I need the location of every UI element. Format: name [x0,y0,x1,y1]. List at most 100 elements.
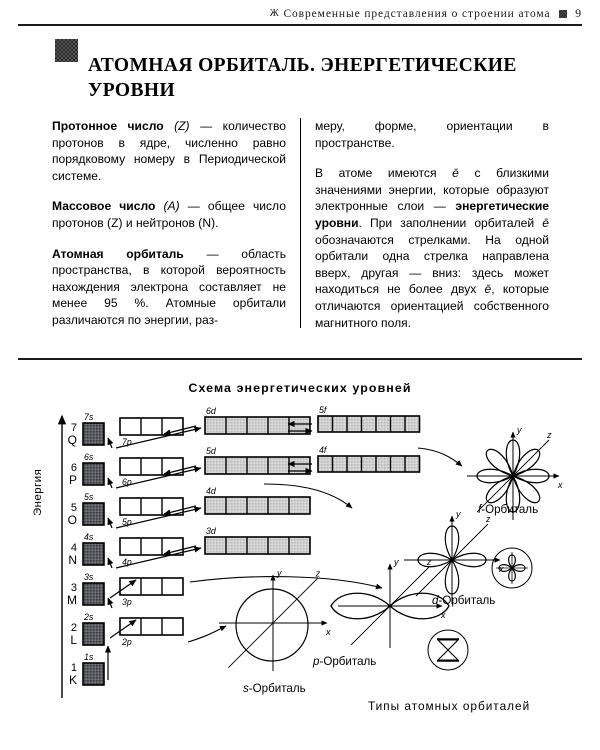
arrow-7s-up [107,437,114,449]
f-orbital-axes-z-tick: z [546,430,552,440]
arrow-5s-up [107,517,114,529]
sublevel-label-3d: 3d [206,526,217,536]
term-mass-number: Массовое число [52,199,156,214]
definition-mass-number-text: — общее число протонов (Z) и нейтронов (… [52,199,286,230]
arrow-ns-to-d-0 [115,426,202,449]
orbital-types-label: Типы атомных орбиталей [368,699,531,713]
d-orbital-lobe-up [444,525,460,562]
level-number-1: 1 [71,662,77,674]
square-ornament-icon [559,10,568,18]
orbital-box-2p [119,617,184,636]
connector-3d-to-d-orbital [263,483,353,509]
connector-4f-to-f-orbital [417,447,463,467]
f-orbital-lobe-0 [505,439,521,478]
rc-part5: , которые отличаются ориентацией собстве… [315,282,549,330]
symbol-z: (Z) [174,119,190,133]
term-energy-levels: энергетические уровни [315,199,549,230]
shell-letter-Q: Q [68,433,77,447]
p-orbital-inset-icon [427,629,469,671]
paragraph-continuation: меру, форме, ориентации в пространстве. [315,119,549,150]
column-divider [300,118,301,328]
s-orbital-axes-x-tick: x [325,627,331,637]
electron-symbol: ē [452,166,459,181]
caption-p-letter: p [313,655,320,668]
p-orbital-axes-y-tick: y [393,557,399,567]
sublevel-label-3p: 3p [122,597,132,607]
ornament-icon: Ж [269,8,280,19]
arrow-ns-to-d-3 [115,546,202,569]
caption-p-orbital: p-Орбиталь [313,655,376,668]
f-orbital-lobe-2 [511,468,550,484]
sublevel-label-5f: 5f [319,405,328,415]
orbital-box-3s [82,582,105,606]
caption-s-letter: s [243,682,249,695]
f-orbital-lobe-6 [476,468,515,484]
orbital-box-7p [119,417,184,436]
level-number-2: 2 [71,622,77,634]
s-orbital-axes-z-tick: z [315,568,321,578]
level-number-5: 5 [71,502,77,514]
term-atomic-orbital: Атомная орбиталь [52,246,184,261]
connector-3p-to-d-orbital [189,576,383,590]
d-orbital-inset-icon [491,547,533,589]
f-orbital-lobe-3 [512,475,541,504]
caption-s-orbital: s-Орбиталь [243,682,306,695]
f-orbital-lobe-7 [485,448,514,477]
arrow-d-to-p-2 [163,505,197,516]
sublevel-label-5s: 5s [84,492,94,502]
orbital-box-6d [204,416,311,435]
orbital-box-4p [119,537,184,556]
symbol-a: (A) [163,199,180,214]
header-rule [18,24,582,26]
connector-2p-to-p-orbital [187,625,227,643]
orbital-box-6p [119,457,184,476]
rc-part3: . При заполнении орбиталей [358,215,543,230]
orbital-box-6s [82,462,105,486]
shell-letter-P: P [69,473,77,487]
figure-rule [18,358,582,360]
rc-part2: с близкими значениями энергии, которые о… [315,166,549,214]
orbital-box-3p [119,577,184,596]
caption-s-rest: -Орбиталь [248,682,306,695]
arrow-ns-to-d-2 [115,506,202,529]
running-head-text: Современные представления о строении ато… [283,8,551,20]
orbital-box-7s [82,422,105,446]
level-number-6: 6 [71,462,77,474]
sublevel-label-2s: 2s [83,612,94,622]
d-orbital-axes-y-tick: y [455,509,461,519]
f-orbital-lobe-1 [512,448,541,477]
level-number-3: 3 [71,582,77,594]
sublevel-label-4s: 4s [84,532,94,542]
d-orbital-lobe-down [444,558,460,595]
definition-proton-number: Протонное число (Z) — количество протоно… [52,118,286,184]
caption-f-rest: -Орбиталь [481,503,539,516]
caption-d-orbital: d-Орбиталь [432,594,495,607]
orbital-box-4s [82,542,105,566]
arrow-4s-up [107,557,114,569]
orbital-box-3d [204,536,311,555]
page-title: АТОМНАЯ ОРБИТАЛЬ. ЭНЕРГЕТИЧЕСКИЕ УРОВНИ [88,55,517,102]
sublevel-label-4f: 4f [319,445,328,455]
sublevel-label-6d: 6d [206,406,217,416]
p-orbital-lobe-left [330,592,391,620]
orbital-box-1s [82,662,105,686]
sublevel-label-7p: 7p [122,437,132,447]
arrow-d-to-p-0 [163,425,197,436]
electron-symbol-2: ē [542,215,549,230]
left-text-column: Протонное число (Z) — количество протоно… [52,118,286,329]
orbital-box-5p [119,497,184,516]
orbital-box-4d [204,496,311,515]
d-orbital-lobe-left [417,552,454,568]
s-orbital-axes-y-tick: y [276,568,282,578]
rc-part4: обозначаются стрелками. На одной орбитал… [315,232,549,297]
arrow-6s-up [107,477,114,489]
caption-f-letter: f [478,503,482,516]
orbital-box-2s [82,622,105,646]
definition-atomic-orbital-text: — область пространства, в которой вероят… [52,246,287,327]
s-orbital-axes [219,574,328,671]
sublevel-label-1s: 1s [84,652,94,662]
arrow-ns-to-d-1 [115,466,202,489]
f-orbital-lobe-5 [485,475,514,504]
